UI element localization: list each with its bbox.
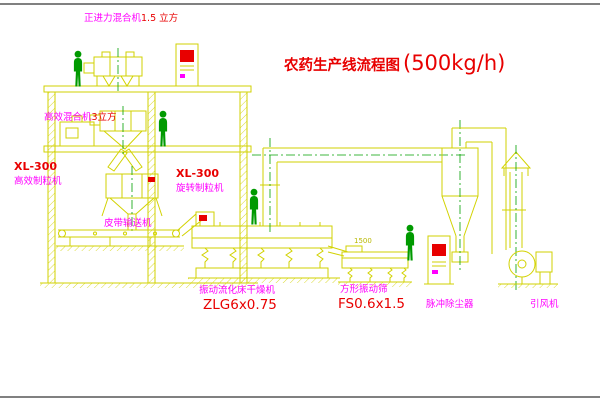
title-capacity: (500kg/h) xyxy=(403,51,505,75)
granulator-left-machine xyxy=(59,115,95,147)
control-cabinet-top xyxy=(175,43,199,87)
fluid-bed-dryer xyxy=(188,211,340,283)
worker-figure xyxy=(405,224,415,261)
top-mixer xyxy=(83,48,143,94)
floor-mixer-name: 高效混合机 xyxy=(44,111,92,123)
floor-mixer-size: 3立方 xyxy=(92,111,117,123)
label-belt-conveyor: 皮带输送机 xyxy=(104,217,152,229)
title-text: 农药生产线流程图 xyxy=(283,56,400,74)
label-dryer-name: 振动流化床干燥机 xyxy=(199,284,276,296)
exhaust-stack xyxy=(500,145,532,292)
label-floor-mixer: 高效混合机3立方 xyxy=(44,111,117,123)
label-dryer-model: ZLG6x0.75 xyxy=(203,297,277,313)
cyclone-to-fan-duct xyxy=(452,127,507,254)
floor-mixer xyxy=(89,106,147,172)
induced-draft-fan xyxy=(498,250,558,288)
building-structure xyxy=(40,85,258,288)
worker-figure xyxy=(158,110,168,147)
label-dust-collector: 脉冲除尘器 xyxy=(426,298,474,310)
dryer-exhaust-duct xyxy=(252,138,468,232)
vibrating-sieve xyxy=(327,245,412,287)
label-induced-fan: 引风机 xyxy=(530,298,559,310)
label-sieve-name: 方形振动筛 xyxy=(340,283,388,295)
control-cabinet-ground xyxy=(424,235,454,285)
label-granulator-right-name: 旋转制粒机 xyxy=(176,182,224,194)
label-top-mixer: 正进力混合机1.5 立方 xyxy=(84,12,178,24)
label-granulator-right-model: XL-300 xyxy=(176,167,219,180)
drawing-title: 农药生产线流程图(500kg/h) xyxy=(283,51,505,75)
label-sieve-model: FS0.6x1.5 xyxy=(338,296,405,312)
dimension-sieve: 1500 xyxy=(354,237,372,245)
worker-figure xyxy=(73,50,83,87)
worker-figure xyxy=(249,188,259,225)
cyclone-separator xyxy=(441,120,479,272)
top-mixer-size: 1.5 立方 xyxy=(141,12,178,24)
label-granulator-left-name: 高效制粒机 xyxy=(14,175,62,187)
label-granulator-left-model: XL-300 xyxy=(14,160,57,173)
top-mixer-name: 正进力混合机 xyxy=(84,12,142,24)
belt-conveyor xyxy=(56,213,203,251)
granulator-right-machine xyxy=(101,166,163,232)
